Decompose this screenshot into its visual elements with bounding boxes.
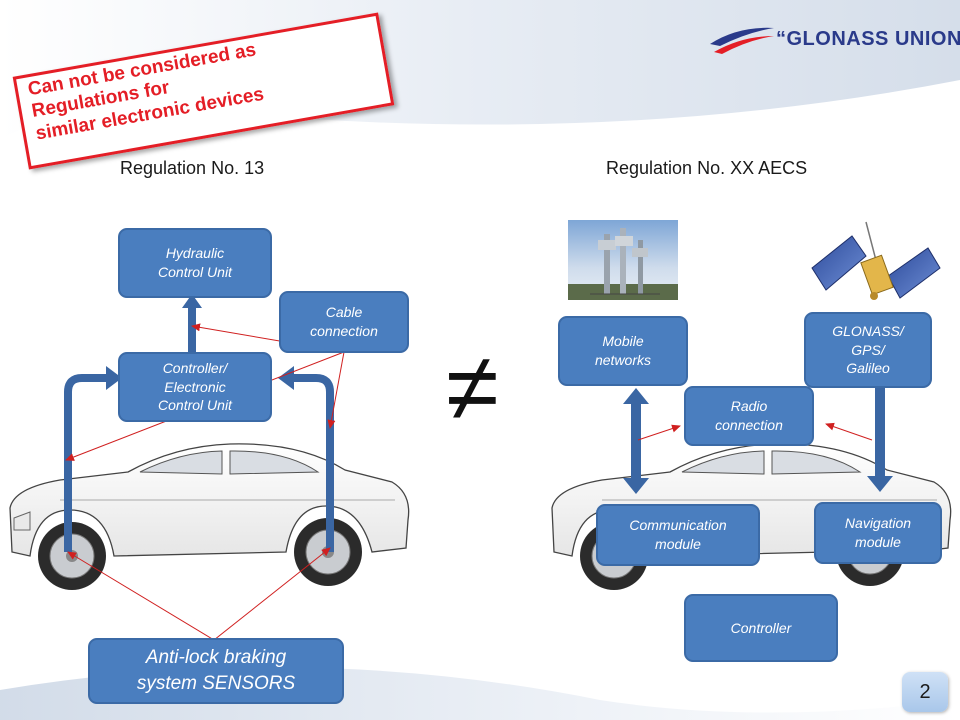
controller-box: Controller bbox=[684, 594, 838, 662]
controller-ecu-box: Controller/ Electronic Control Unit bbox=[118, 352, 272, 422]
sensor-signal-arrows bbox=[64, 374, 334, 552]
hydraulic-control-unit-box: Hydraulic Control Unit bbox=[118, 228, 272, 298]
mobile-communication-arrow bbox=[623, 388, 649, 494]
satellite-navigation-arrow bbox=[867, 388, 893, 492]
gnss-box: GLONASS/ GPS/ Galileo bbox=[804, 312, 932, 388]
mobile-networks-box: Mobile networks bbox=[558, 316, 688, 386]
abs-sensors-box: Anti-lock braking system SENSORS bbox=[88, 638, 344, 704]
controller-to-hydraulic-arrow bbox=[182, 294, 202, 354]
cable-connection-box: Cable connection bbox=[279, 291, 409, 353]
not-equal-symbol: ≠ bbox=[446, 334, 499, 441]
satellite-illustration bbox=[811, 221, 941, 300]
right-heading: Regulation No. XX AECS bbox=[606, 158, 808, 178]
glonass-union-logo: “GLONASS UNION” bbox=[708, 22, 960, 60]
logo-text: “GLONASS UNION” bbox=[776, 28, 960, 50]
communication-module-box: Communication module bbox=[596, 504, 760, 566]
logo-swoosh-icon bbox=[710, 27, 774, 54]
sensor-lines bbox=[67, 547, 331, 641]
arrow-head-left bbox=[106, 366, 122, 390]
radio-connection-box: Radio connection bbox=[684, 386, 814, 446]
cell-tower-photo bbox=[568, 220, 678, 300]
page-number: 2 bbox=[902, 672, 948, 712]
left-heading: Regulation No. 13 bbox=[120, 158, 265, 178]
radio-connection-lines bbox=[637, 422, 873, 441]
arrow-head-right bbox=[278, 366, 294, 390]
navigation-module-box: Navigation module bbox=[814, 502, 942, 564]
